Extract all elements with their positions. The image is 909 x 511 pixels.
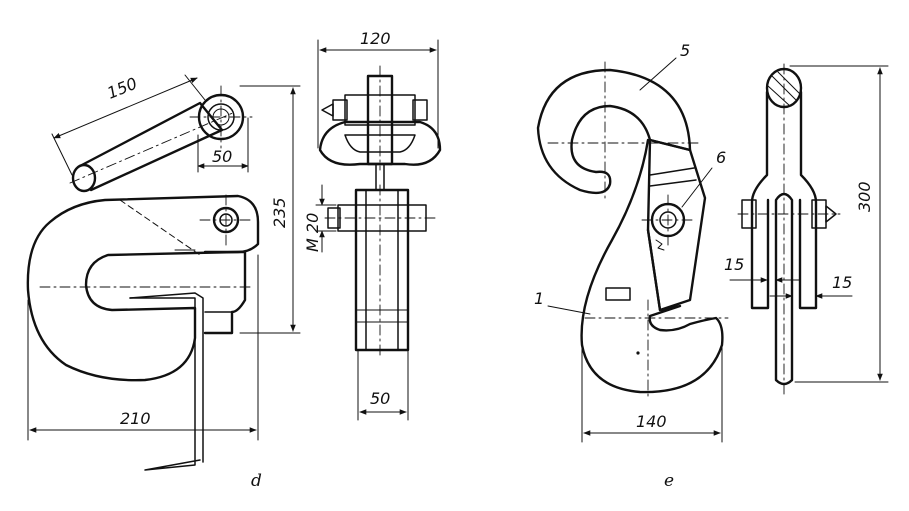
dimension-150-label: 150 <box>104 74 139 103</box>
figure-e-caption: e <box>664 471 674 491</box>
dimension-235-label: 235 <box>270 197 289 228</box>
dimension-15-left: 15 <box>724 255 801 283</box>
dimension-235: 235 <box>239 85 301 334</box>
dimension-210-label: 210 <box>120 409 151 428</box>
figure-e-latch-plate <box>641 138 707 312</box>
dimension-15-right: 15 <box>769 273 853 299</box>
part-callout-1: 1 <box>534 289 591 315</box>
figure-e-lower-hook <box>580 138 729 401</box>
part-callout-6: 6 <box>681 148 726 208</box>
figure-d-clamp-body <box>26 194 260 471</box>
part-callout-5-label: 5 <box>680 41 690 60</box>
dimension-140-label: 140 <box>636 412 667 431</box>
dimension-50-body: 50 <box>357 349 409 421</box>
dimension-300-label: 300 <box>855 181 874 212</box>
dimension-210: 210 <box>27 254 259 441</box>
figure-d-side-view <box>318 65 442 356</box>
part-callout-1-label: 1 <box>534 289 544 308</box>
part-callout-5: 5 <box>639 41 690 91</box>
dimension-120-label: 120 <box>360 29 391 48</box>
figure-d-lever <box>69 85 253 193</box>
dimension-120: 120 <box>317 29 439 149</box>
part-callout-6-label: 6 <box>716 148 726 167</box>
dimension-m20: M 20 <box>303 184 337 253</box>
figure-d-caption: d <box>251 471 262 491</box>
figure-e-side-view <box>737 63 841 396</box>
dimension-m20-label: M 20 <box>303 213 322 252</box>
figure-e-upper-hook <box>536 61 701 201</box>
dimension-300: 300 <box>789 65 889 383</box>
dimension-150: 150 <box>51 74 206 176</box>
dimension-15-right-label: 15 <box>832 273 852 292</box>
dimension-50-body-label: 50 <box>370 389 390 408</box>
dimension-50-eye-label: 50 <box>212 147 232 166</box>
dimension-50-eye: 50 <box>197 117 249 173</box>
dimension-140: 140 <box>581 344 723 443</box>
dimension-15-left-label: 15 <box>724 255 744 274</box>
